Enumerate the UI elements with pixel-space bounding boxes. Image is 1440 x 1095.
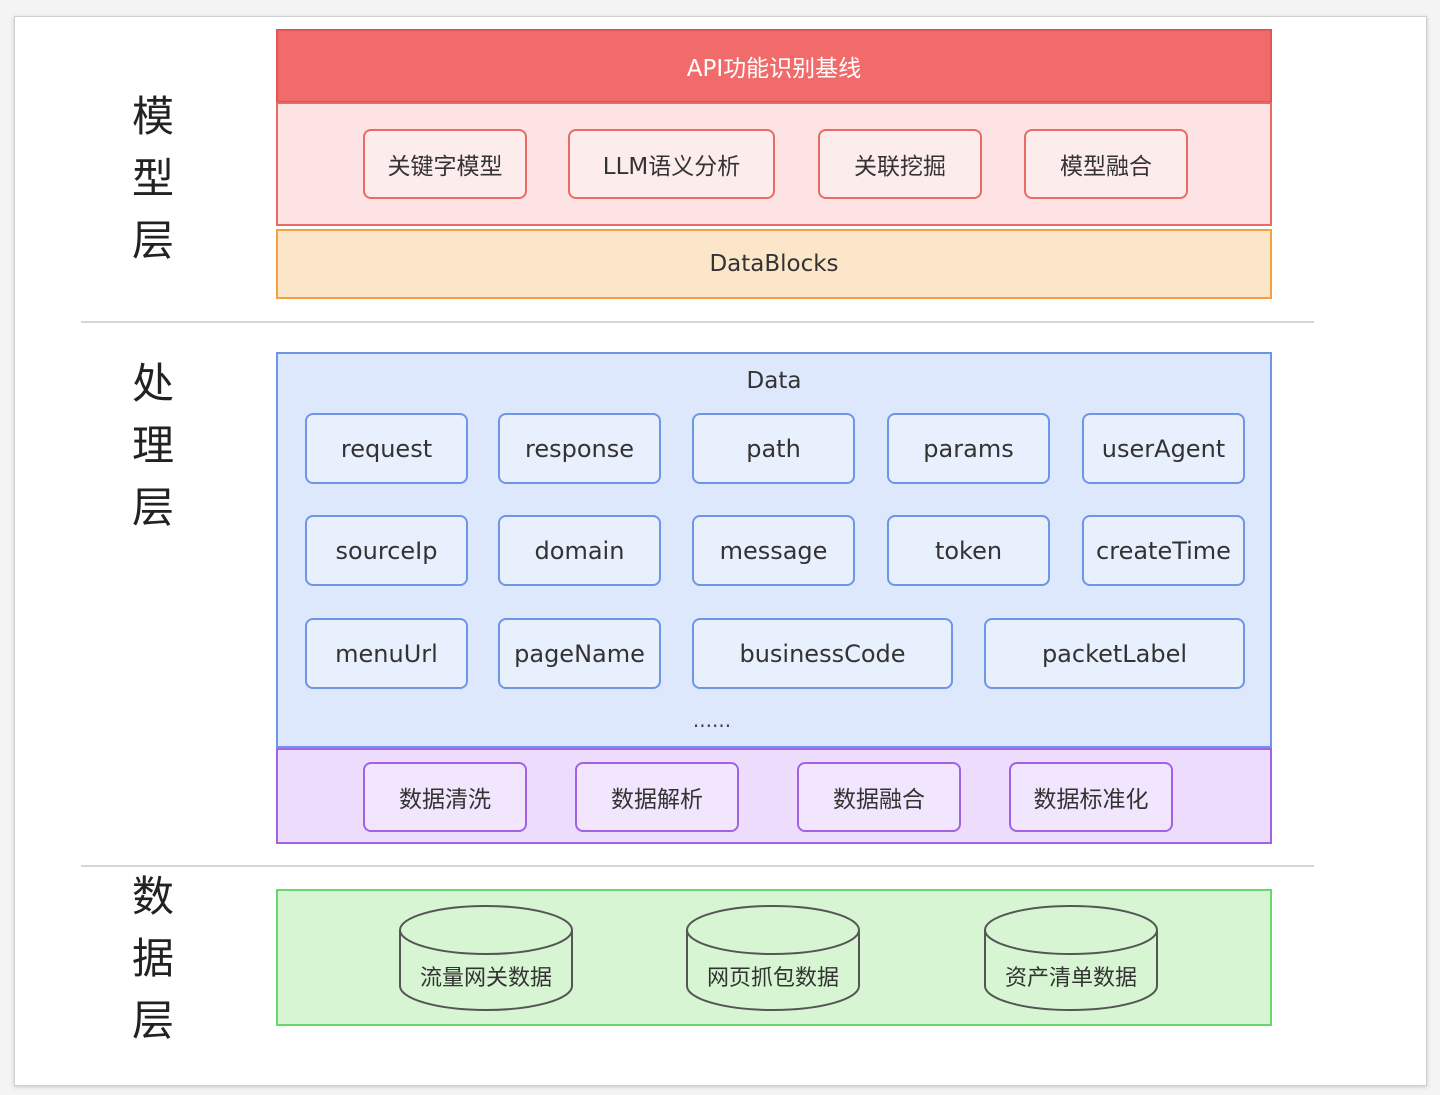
module-llm-semantic: LLM语义分析 xyxy=(568,129,775,199)
layer-label-data: 数 据 层 xyxy=(131,872,174,1045)
separator-model-process xyxy=(81,321,1314,323)
field-domain: domain xyxy=(498,515,661,586)
step-data-cleaning: 数据清洗 xyxy=(363,762,527,832)
layer-label-model: 模 型 层 xyxy=(131,92,174,265)
field-message: message xyxy=(692,515,855,586)
step-data-fusion: 数据融合 xyxy=(797,762,961,832)
source-traffic-gateway: 流量网关数据 xyxy=(398,904,574,1012)
database-cylinder-icon xyxy=(984,905,1158,1011)
source-web-capture: 网页抓包数据 xyxy=(685,904,861,1012)
field-menuurl: menuUrl xyxy=(305,618,468,689)
source-label: 流量网关数据 xyxy=(419,966,552,991)
database-cylinder-icon xyxy=(399,905,573,1011)
field-createtime: createTime xyxy=(1082,515,1245,586)
api-baseline-header: API功能识别基线 xyxy=(276,29,1272,103)
field-token: token xyxy=(887,515,1050,586)
more-fields-ellipsis: ...... xyxy=(692,708,732,732)
database-cylinder-icon xyxy=(686,905,860,1011)
field-businesscode: businessCode xyxy=(692,618,953,689)
source-label: 资产清单数据 xyxy=(1004,966,1137,991)
data-title: Data xyxy=(746,368,802,394)
step-data-parsing: 数据解析 xyxy=(575,762,739,832)
field-request: request xyxy=(305,413,468,484)
module-keyword-model: 关键字模型 xyxy=(363,129,527,199)
field-useragent: userAgent xyxy=(1082,413,1245,484)
field-sourceip: sourceIp xyxy=(305,515,468,586)
step-data-standardization: 数据标准化 xyxy=(1009,762,1173,832)
field-response: response xyxy=(498,413,661,484)
layer-label-process: 处 理 层 xyxy=(131,359,174,532)
module-association-mining: 关联挖掘 xyxy=(818,129,982,199)
module-model-fusion: 模型融合 xyxy=(1024,129,1188,199)
datablocks-bar: DataBlocks xyxy=(276,229,1272,299)
source-asset-inventory: 资产清单数据 xyxy=(983,904,1159,1012)
field-packetlabel: packetLabel xyxy=(984,618,1245,689)
field-pagename: pageName xyxy=(498,618,661,689)
separator-process-data xyxy=(81,865,1314,867)
field-path: path xyxy=(692,413,855,484)
source-label: 网页抓包数据 xyxy=(706,966,839,991)
field-params: params xyxy=(887,413,1050,484)
